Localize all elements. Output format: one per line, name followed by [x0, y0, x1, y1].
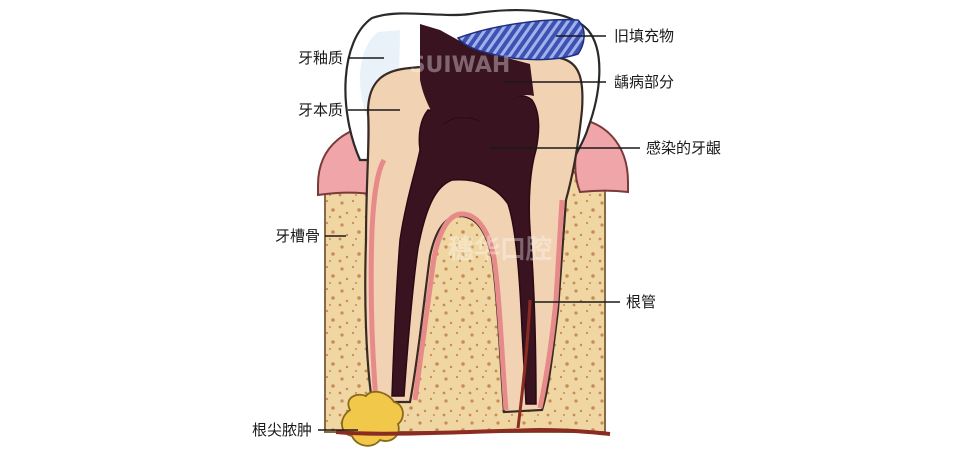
label-periapical-abscess: 根尖脓肿	[252, 421, 312, 439]
watermark-latin: SUIWAH	[410, 53, 511, 78]
canal-line	[516, 299, 532, 429]
label-enamel: 牙釉质	[298, 49, 343, 67]
label-infected-gum: 感染的牙龈	[646, 139, 721, 157]
root-inner-outline	[412, 211, 509, 411]
label-old-filling: 旧填充物	[614, 27, 674, 45]
caries-region	[420, 24, 534, 128]
nerve-line	[335, 427, 611, 436]
root-outline-right	[537, 199, 565, 409]
label-root-canal: 根管	[626, 293, 656, 311]
watermark-chinese: 穗华口腔	[448, 234, 552, 265]
label-caries: 龋病部分	[614, 73, 674, 91]
label-dentin: 牙本质	[298, 101, 343, 119]
old-filling	[456, 18, 585, 61]
label-alveolar-bone: 牙槽骨	[275, 227, 320, 245]
root-outline-left	[368, 158, 387, 401]
